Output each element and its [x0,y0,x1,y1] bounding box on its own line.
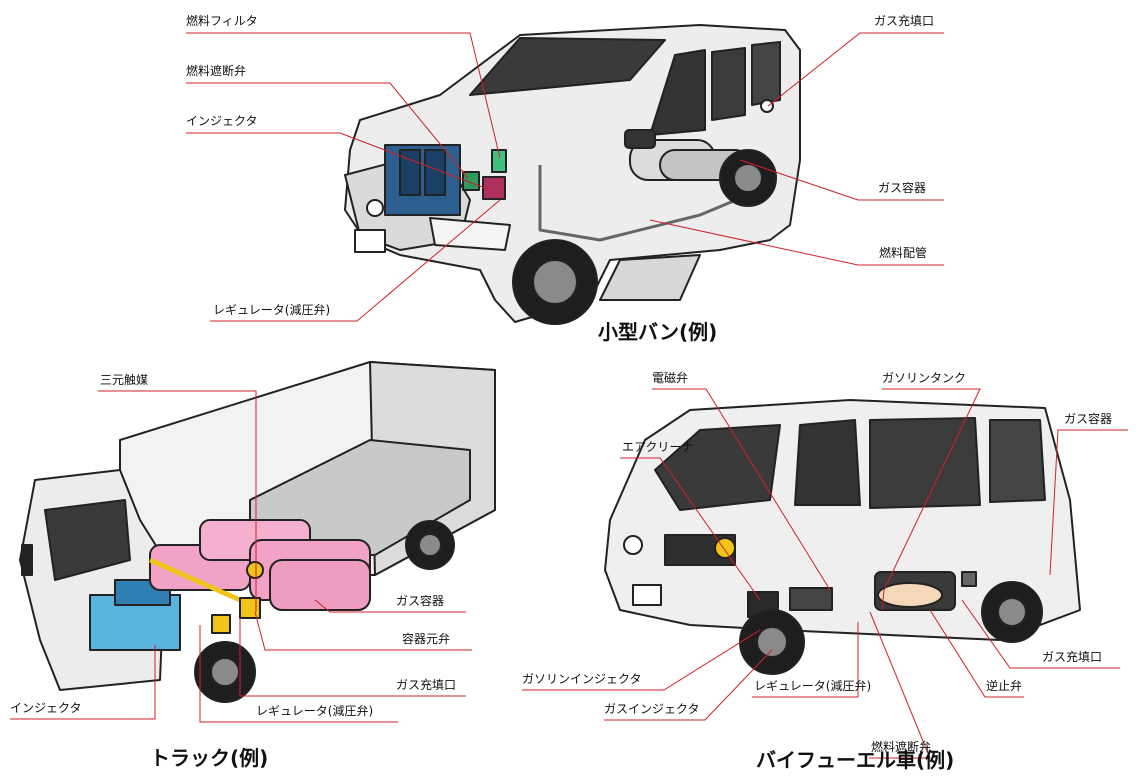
label-fuel-shutoff-valve: 燃料遮断弁 [186,64,247,78]
label-truck-injector: インジェクタ [10,701,82,715]
van-leader-lines [186,32,944,322]
truck-illustration [19,361,496,703]
bifuel-van-illustration [604,399,1081,675]
label-bifuel-regulator: レギュレータ(減圧弁) [754,679,872,693]
truck-leader-lines [10,390,472,723]
label-gasoline-tank: ガソリンタンク [882,371,967,385]
label-gas-filler: ガス充填口 [874,14,935,28]
label-fuel-pipe: 燃料配管 [879,246,928,260]
caption-van: 小型バン(例) [598,320,718,344]
caption-truck: トラック(例) [150,746,269,770]
bifuel-leader-lines [522,388,1128,759]
label-fuel-filter: 燃料フィルタ [186,14,258,28]
label-regulator: レギュレータ(減圧弁) [213,303,331,317]
label-truck-gas-filler: ガス充填口 [396,678,457,692]
label-truck-gas-container: ガス容器 [396,594,445,608]
caption-bifuel: バイフューエル車(例) [756,748,955,772]
label-container-valve: 容器元弁 [402,632,451,646]
label-catalytic-converter: 三元触媒 [100,373,149,387]
label-check-valve: 逆止弁 [986,679,1023,693]
label-injector: インジェクタ [186,114,258,128]
label-solenoid-valve: 電磁弁 [652,371,689,385]
label-bifuel-gas-container: ガス容器 [1064,412,1113,426]
label-bifuel-shutoff-valve: 燃料遮断弁 [871,740,932,754]
label-air-cleaner: エアクリーナ [622,440,694,454]
label-gas-container: ガス容器 [878,181,927,195]
label-gas-injector: ガスインジェクタ [604,702,700,716]
label-gasoline-injector: ガソリンインジェクタ [522,672,642,686]
label-bifuel-gas-filler: ガス充填口 [1042,650,1103,664]
van-illustration [344,24,801,325]
label-truck-regulator: レギュレータ(減圧弁) [256,704,374,718]
